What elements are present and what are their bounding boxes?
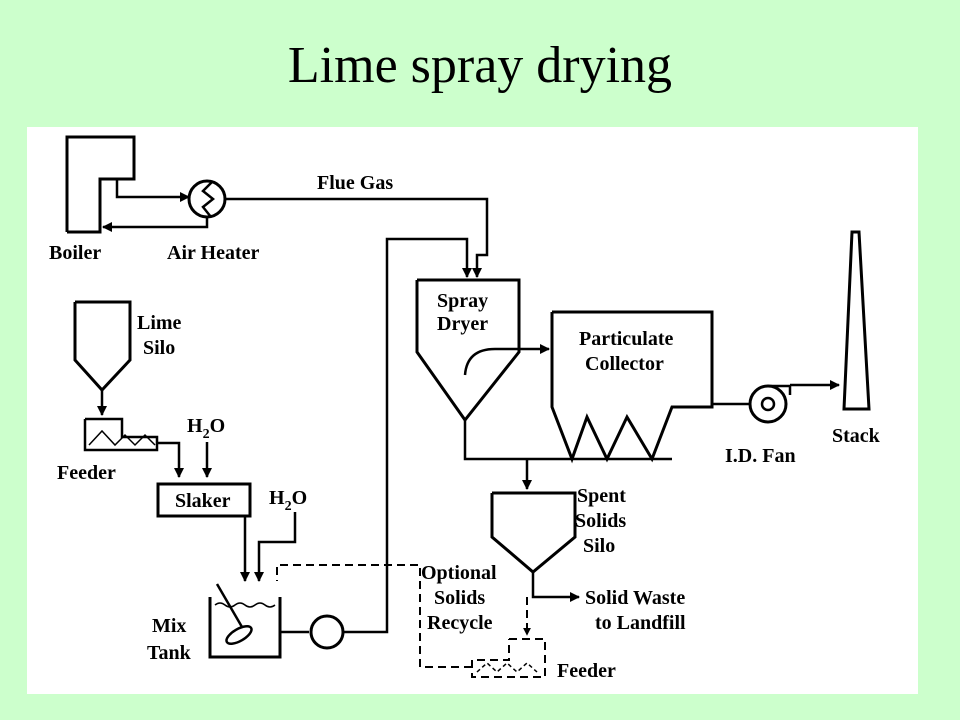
spray-dryer-label-2: Dryer (437, 313, 488, 335)
spent-silo-label-1: Spent (577, 485, 626, 507)
feeder-label: Feeder (57, 462, 116, 484)
lime-silo (73, 300, 132, 393)
lime-silo-label-2: Silo (143, 337, 175, 359)
air-heater-label: Air Heater (167, 242, 259, 264)
h2o-tank-label: H2O (269, 487, 307, 514)
slide-title: Lime spray drying (287, 37, 673, 94)
collector-label-1: Particulate (579, 328, 674, 350)
boiler (65, 135, 136, 234)
id-fan-label: I.D. Fan (725, 445, 796, 467)
spent-silo-label-2: Solids (575, 510, 626, 532)
spent-solids-silo (490, 491, 577, 574)
lime-silo-label-1: Lime (137, 312, 182, 334)
mix-tank-label-2: Tank (147, 642, 192, 664)
optional-label-1: Optional (421, 562, 497, 584)
solid-waste-label-1: Solid Waste (585, 587, 685, 609)
boiler-label: Boiler (49, 242, 101, 264)
spray-dryer-label-1: Spray (437, 290, 488, 312)
h2o-slaker-label: H2O (187, 415, 225, 442)
slaker-label: Slaker (175, 490, 231, 512)
collector-label-2: Collector (585, 353, 664, 375)
air-heater (187, 179, 227, 219)
spray-dryer (415, 278, 550, 423)
process-flow-diagram: Boiler Air Heater Flue Gas Spray Dryer P… (49, 135, 881, 682)
recycle-feeder-label: Feeder (557, 660, 616, 682)
stack-label: Stack (832, 425, 881, 447)
id-fan (748, 384, 792, 424)
air-heater-to-boiler-line (102, 217, 209, 232)
feeder-to-slaker-line (157, 441, 184, 478)
mix-tank-label-1: Mix (152, 615, 186, 637)
slurry-pump (309, 614, 345, 650)
recycle-return-line (276, 564, 472, 668)
mix-tank (208, 583, 282, 659)
optional-label-3: Recycle (427, 612, 493, 634)
diagram-panel: Boiler Air Heater Flue Gas Spray Dryer P… (27, 127, 918, 694)
dryer-to-collector-bottom-line (463, 420, 672, 461)
water-to-tank-line (254, 512, 297, 582)
recycle-feeder (471, 638, 546, 678)
spent-silo-label-3: Silo (583, 535, 615, 557)
slaker (156, 482, 252, 518)
solid-waste-label-2: to Landfill (595, 612, 686, 634)
optional-label-2: Solids (434, 587, 485, 609)
feeder (83, 417, 159, 452)
particulate-collector (550, 310, 714, 464)
flue-gas-label: Flue Gas (317, 172, 393, 194)
stack (842, 230, 871, 411)
boiler-to-air-heater-line (115, 179, 190, 202)
flue-gas-line (225, 197, 489, 278)
solid-waste-line (531, 572, 580, 602)
slurry-to-dryer-line (327, 237, 472, 634)
